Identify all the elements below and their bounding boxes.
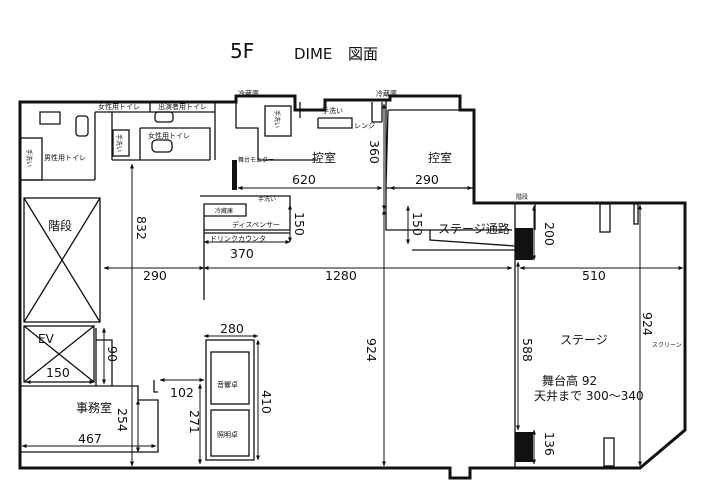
dim-360: 360 — [367, 140, 382, 164]
stage-monitor-bar — [232, 160, 237, 190]
room-stage: ステージ — [560, 333, 608, 347]
label-handwash-1: 手洗い — [322, 106, 343, 115]
outer-walls — [18, 94, 687, 480]
room-green-room-2: 控室 — [428, 150, 452, 165]
label-drink-counter: ドリンクカウンタ — [210, 234, 266, 243]
room-ev: EV — [38, 332, 55, 346]
dim-467: 467 — [78, 431, 102, 446]
floor-label: 5F — [230, 39, 254, 63]
dim-200: 200 — [542, 222, 557, 246]
dim-832: 832 — [134, 216, 149, 240]
venue-name: DIME — [294, 45, 332, 63]
dim-102: 102 — [170, 385, 194, 400]
label-mens-toilet: 男性用トイレ — [44, 153, 86, 162]
dim-150-ev: 150 — [46, 365, 70, 380]
room-stairs: 階段 — [48, 218, 72, 233]
room-office: 事務室 — [76, 400, 112, 415]
label-fridge-top-2: 冷蔵庫 — [376, 89, 397, 98]
room-stage-passage: ステージ通路 — [438, 221, 510, 236]
dim-924-mid: 924 — [364, 338, 379, 362]
label-dispenser: ディスペンサー — [232, 220, 280, 229]
dimension-lines — [21, 103, 684, 467]
label-womens-toilet-mid: 女性用トイレ — [148, 131, 190, 140]
label-handwash-4: 手洗い — [115, 134, 123, 152]
room-green-room-1: 控室 — [312, 150, 336, 165]
dim-290-mid: 290 — [143, 268, 167, 283]
label-handwash-2: 手洗い — [258, 195, 276, 203]
stage-height: 舞台高 92 — [542, 373, 597, 388]
plan-label: 図面 — [348, 45, 378, 63]
label-handwash-3: 手洗い — [25, 149, 33, 167]
stage-ceiling: 天井まで 300～340 — [534, 389, 644, 403]
dim-254: 254 — [115, 408, 130, 432]
dim-280: 280 — [220, 321, 244, 336]
dim-620: 620 — [292, 172, 316, 187]
label-handwash-5: 手洗い — [273, 110, 281, 128]
dim-510: 510 — [582, 268, 606, 283]
stage-steps-block-bottom — [515, 432, 533, 462]
dim-588: 588 — [520, 338, 535, 362]
dim-150-a: 150 — [292, 212, 307, 236]
dim-90: 90 — [105, 346, 120, 362]
dim-370: 370 — [230, 246, 254, 261]
label-womens-toilet-top: 女性用トイレ — [98, 102, 140, 111]
label-stage-steps: 階段 — [516, 193, 528, 201]
dim-410: 410 — [259, 390, 274, 414]
label-screen: スクリーン — [652, 342, 682, 349]
dim-924-right: 924 — [640, 312, 655, 336]
dim-271: 271 — [187, 410, 202, 434]
label-fridge-small: 冷蔵庫 — [215, 207, 233, 215]
dim-1280: 1280 — [325, 268, 357, 283]
dim-150-b: 150 — [410, 212, 425, 236]
label-stage-monitor: 舞台モニター — [238, 156, 274, 164]
label-range: レンジ — [354, 122, 375, 130]
label-sound-desk: 音響卓 — [217, 380, 238, 389]
stage-steps-block-top — [515, 228, 533, 260]
dim-290-top: 290 — [415, 172, 439, 187]
label-performer-toilet: 出演者用トイレ — [158, 102, 207, 111]
dim-136: 136 — [542, 432, 557, 456]
label-fridge-top-1: 冷蔵庫 — [238, 89, 259, 98]
label-lighting-desk: 照明卓 — [217, 430, 238, 439]
